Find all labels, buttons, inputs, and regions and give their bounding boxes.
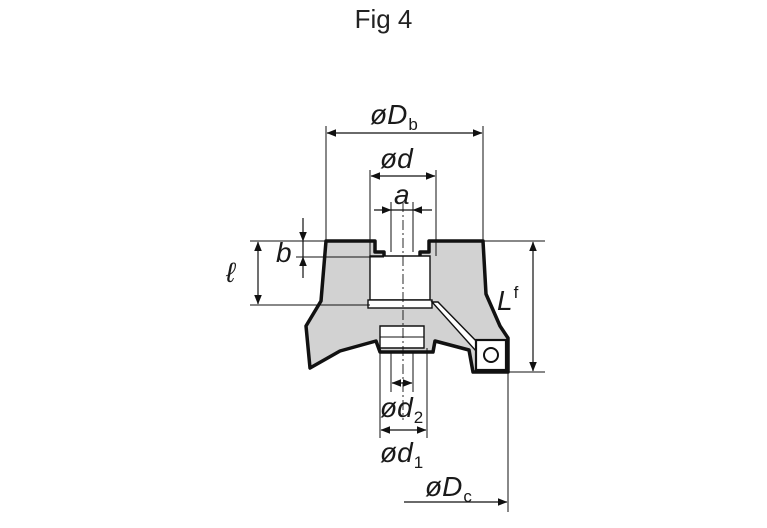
label-b: b [276,237,292,268]
washer-flange [367,299,433,309]
label-d1: ød1 [380,437,423,472]
label-Dc: øDc [425,471,472,506]
label-Db: øDb [370,99,418,134]
label-l: ℓ [225,257,237,288]
figure-title: Fig 4 [354,4,413,34]
label-d2: ød2 [380,392,423,427]
label-Lf: Lf [497,283,519,316]
center-bore [369,255,431,301]
label-a: a [394,179,410,210]
insert-screw-icon [483,347,499,363]
label-d: ød [380,143,414,174]
